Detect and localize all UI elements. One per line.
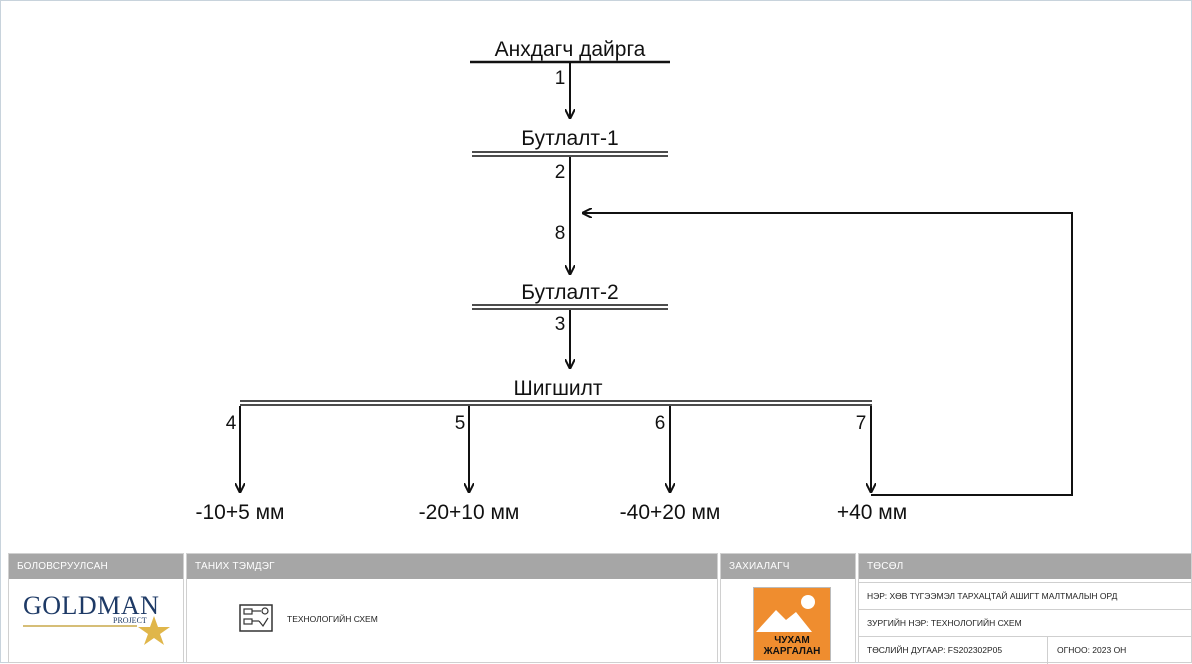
stream-5-label: 5 [455, 413, 466, 434]
project-number-row: ТӨСЛИЙН ДУГААР: FS202302P05 ОГНОО: 2023 … [859, 636, 1191, 664]
node-screening: Шигшилт [513, 377, 602, 400]
output-40-20mm: -40+20 мм [620, 501, 721, 524]
project-date: ОГНОО: 2023 ОН [1057, 645, 1127, 655]
title-block: БОЛОВСРУУЛСАН GOLDMAN PROJECT ТАНИХ ТЭМД… [8, 553, 1192, 664]
project-section: ТӨСӨЛ НЭР: ХӨВ ТҮГЭЭМЭЛ ТАРХАЦТАЙ АШИГТ … [858, 553, 1192, 664]
node-crude-ore: Анхдагч дайрга [495, 38, 646, 61]
developer-header: БОЛОВСРУУЛСАН [9, 554, 183, 579]
flow-diagram: Анхдагч дайрга 1 Бутлалт-1 2 8 Бутлалт-2… [195, 38, 1073, 524]
stream-6-label: 6 [655, 413, 666, 434]
node-crushing-2: Бутлалт-2 [521, 281, 618, 304]
stream-7-label: 7 [856, 413, 867, 434]
client-logo: ЧУХАМ ЖАРГАЛАН [753, 587, 831, 661]
stream-1-label: 1 [555, 68, 566, 89]
legend-drawing-type: ТЕХНОЛОГИЙН СХЕМ [287, 614, 378, 624]
output-plus40mm: +40 мм [837, 501, 907, 524]
client-logo-text: ЧУХАМ ЖАРГАЛАН [754, 635, 830, 657]
goldman-logo-subtext: PROJECT [113, 616, 147, 625]
goldman-star-icon [23, 616, 170, 645]
stream-2-label: 2 [555, 162, 566, 183]
legend-section: ТАНИХ ТЭМДЭГ ТЕХНОЛОГИЙН СХЕМ [186, 553, 718, 663]
stream-3-label: 3 [555, 314, 566, 335]
stream-4-label: 4 [226, 413, 237, 434]
node-crushing-1: Бутлалт-1 [521, 127, 618, 150]
project-name: НЭР: ХӨВ ТҮГЭЭМЭЛ ТАРХАЦТАЙ АШИГТ МАЛТМА… [859, 582, 1191, 609]
developer-section: БОЛОВСРУУЛСАН GOLDMAN PROJECT [8, 553, 184, 663]
client-header: ЗАХИАЛАГЧ [721, 554, 855, 579]
output-10-5mm: -10+5 мм [195, 501, 284, 524]
project-number: ТӨСЛИЙН ДУГААР: FS202302P05 [867, 645, 1003, 655]
project-drawing-name: ЗУРГИЙН НЭР: ТЕХНОЛОГИЙН СХЕМ [859, 609, 1191, 636]
client-logo-line2: ЖАРГАЛАН [763, 646, 821, 657]
output-20-10mm: -20+10 мм [419, 501, 520, 524]
scheme-icon [239, 604, 273, 632]
mountain-sun-icon [756, 595, 815, 632]
project-date-divider [1047, 637, 1048, 664]
goldman-logo-text: GOLDMAN [23, 591, 160, 620]
legend-header: ТАНИХ ТЭМДЭГ [187, 554, 717, 579]
project-header: ТӨСӨЛ [859, 554, 1191, 579]
client-section: ЗАХИАЛАГЧ ЧУХАМ ЖАРГАЛАН [720, 553, 856, 663]
client-logo-line1: ЧУХАМ [774, 635, 810, 646]
recycle-loop-arrow [583, 213, 1073, 496]
stream-8-label: 8 [555, 223, 566, 244]
